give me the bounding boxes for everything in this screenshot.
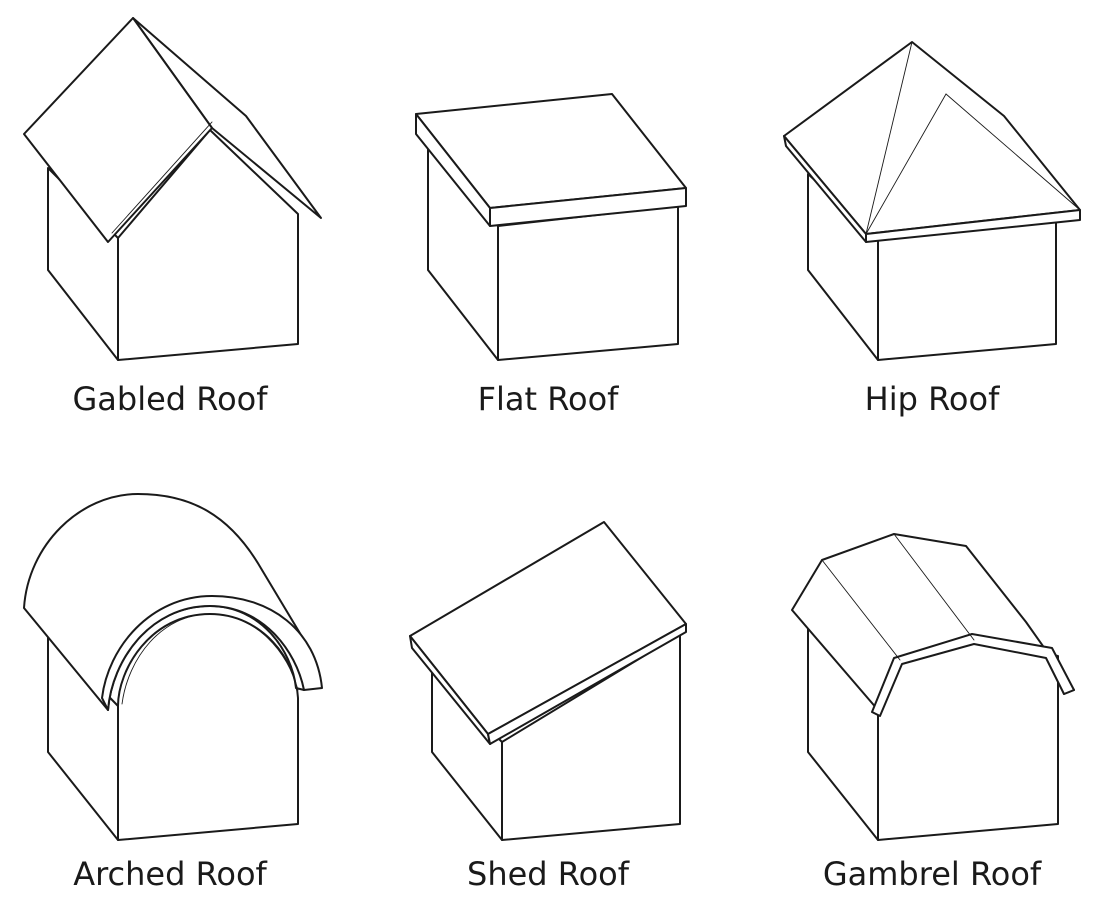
hip-roof-label: Hip Roof <box>864 380 1000 418</box>
flat-front-wall <box>497 205 679 361</box>
shed-roof-label: Shed Roof <box>467 855 629 893</box>
flat-roof-label: Flat Roof <box>477 380 619 418</box>
gambrel-front-wall <box>877 639 1059 841</box>
flat-roof-drawing <box>415 93 687 361</box>
arched-roof-edge <box>101 595 323 711</box>
gabled-roof-drawing <box>23 17 322 361</box>
arched-roof-drawing <box>23 493 323 841</box>
gabled-roof-label: Gabled Roof <box>72 380 268 418</box>
hip-roof-drawing <box>783 41 1081 361</box>
hip-front-wall <box>877 219 1057 361</box>
gambrel-roof-label: Gambrel Roof <box>822 855 1042 893</box>
gambrel-roof-edge <box>871 633 1075 717</box>
arched-roof-label: Arched Roof <box>73 855 267 893</box>
gambrel-roof-drawing <box>791 533 1075 841</box>
shed-roof-drawing <box>409 521 687 841</box>
